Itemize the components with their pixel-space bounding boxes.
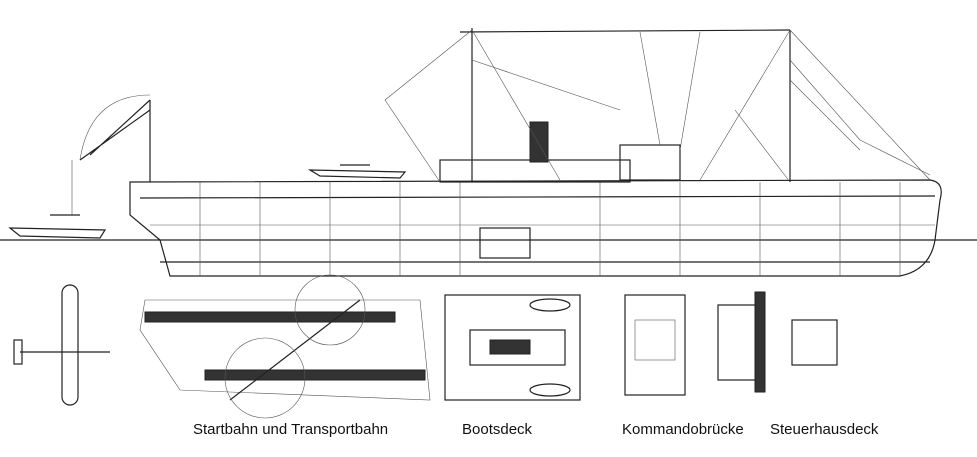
seaplane-on-deck: [307, 164, 407, 179]
wheelhouse-deck-plan: [717, 291, 838, 393]
ship-side-elevation: [0, 28, 977, 277]
wheelhouse-deck-label: Steuerhausdeck: [770, 421, 879, 438]
engine: [479, 227, 531, 259]
bridge-plan: [624, 294, 686, 396]
funnel: [529, 121, 549, 163]
superstructure: [439, 159, 631, 183]
bridge-label: Kommandobrücke: [622, 421, 744, 438]
runway-plan-view: [139, 274, 431, 419]
runway-label: Startbahn und Transportbahn: [193, 421, 389, 438]
boat-deck-plan: [444, 294, 581, 401]
plane-plan-view: [13, 284, 110, 406]
boat-deck-label: Bootsdeck: [462, 421, 533, 438]
seaplane-in-water: [8, 214, 107, 239]
